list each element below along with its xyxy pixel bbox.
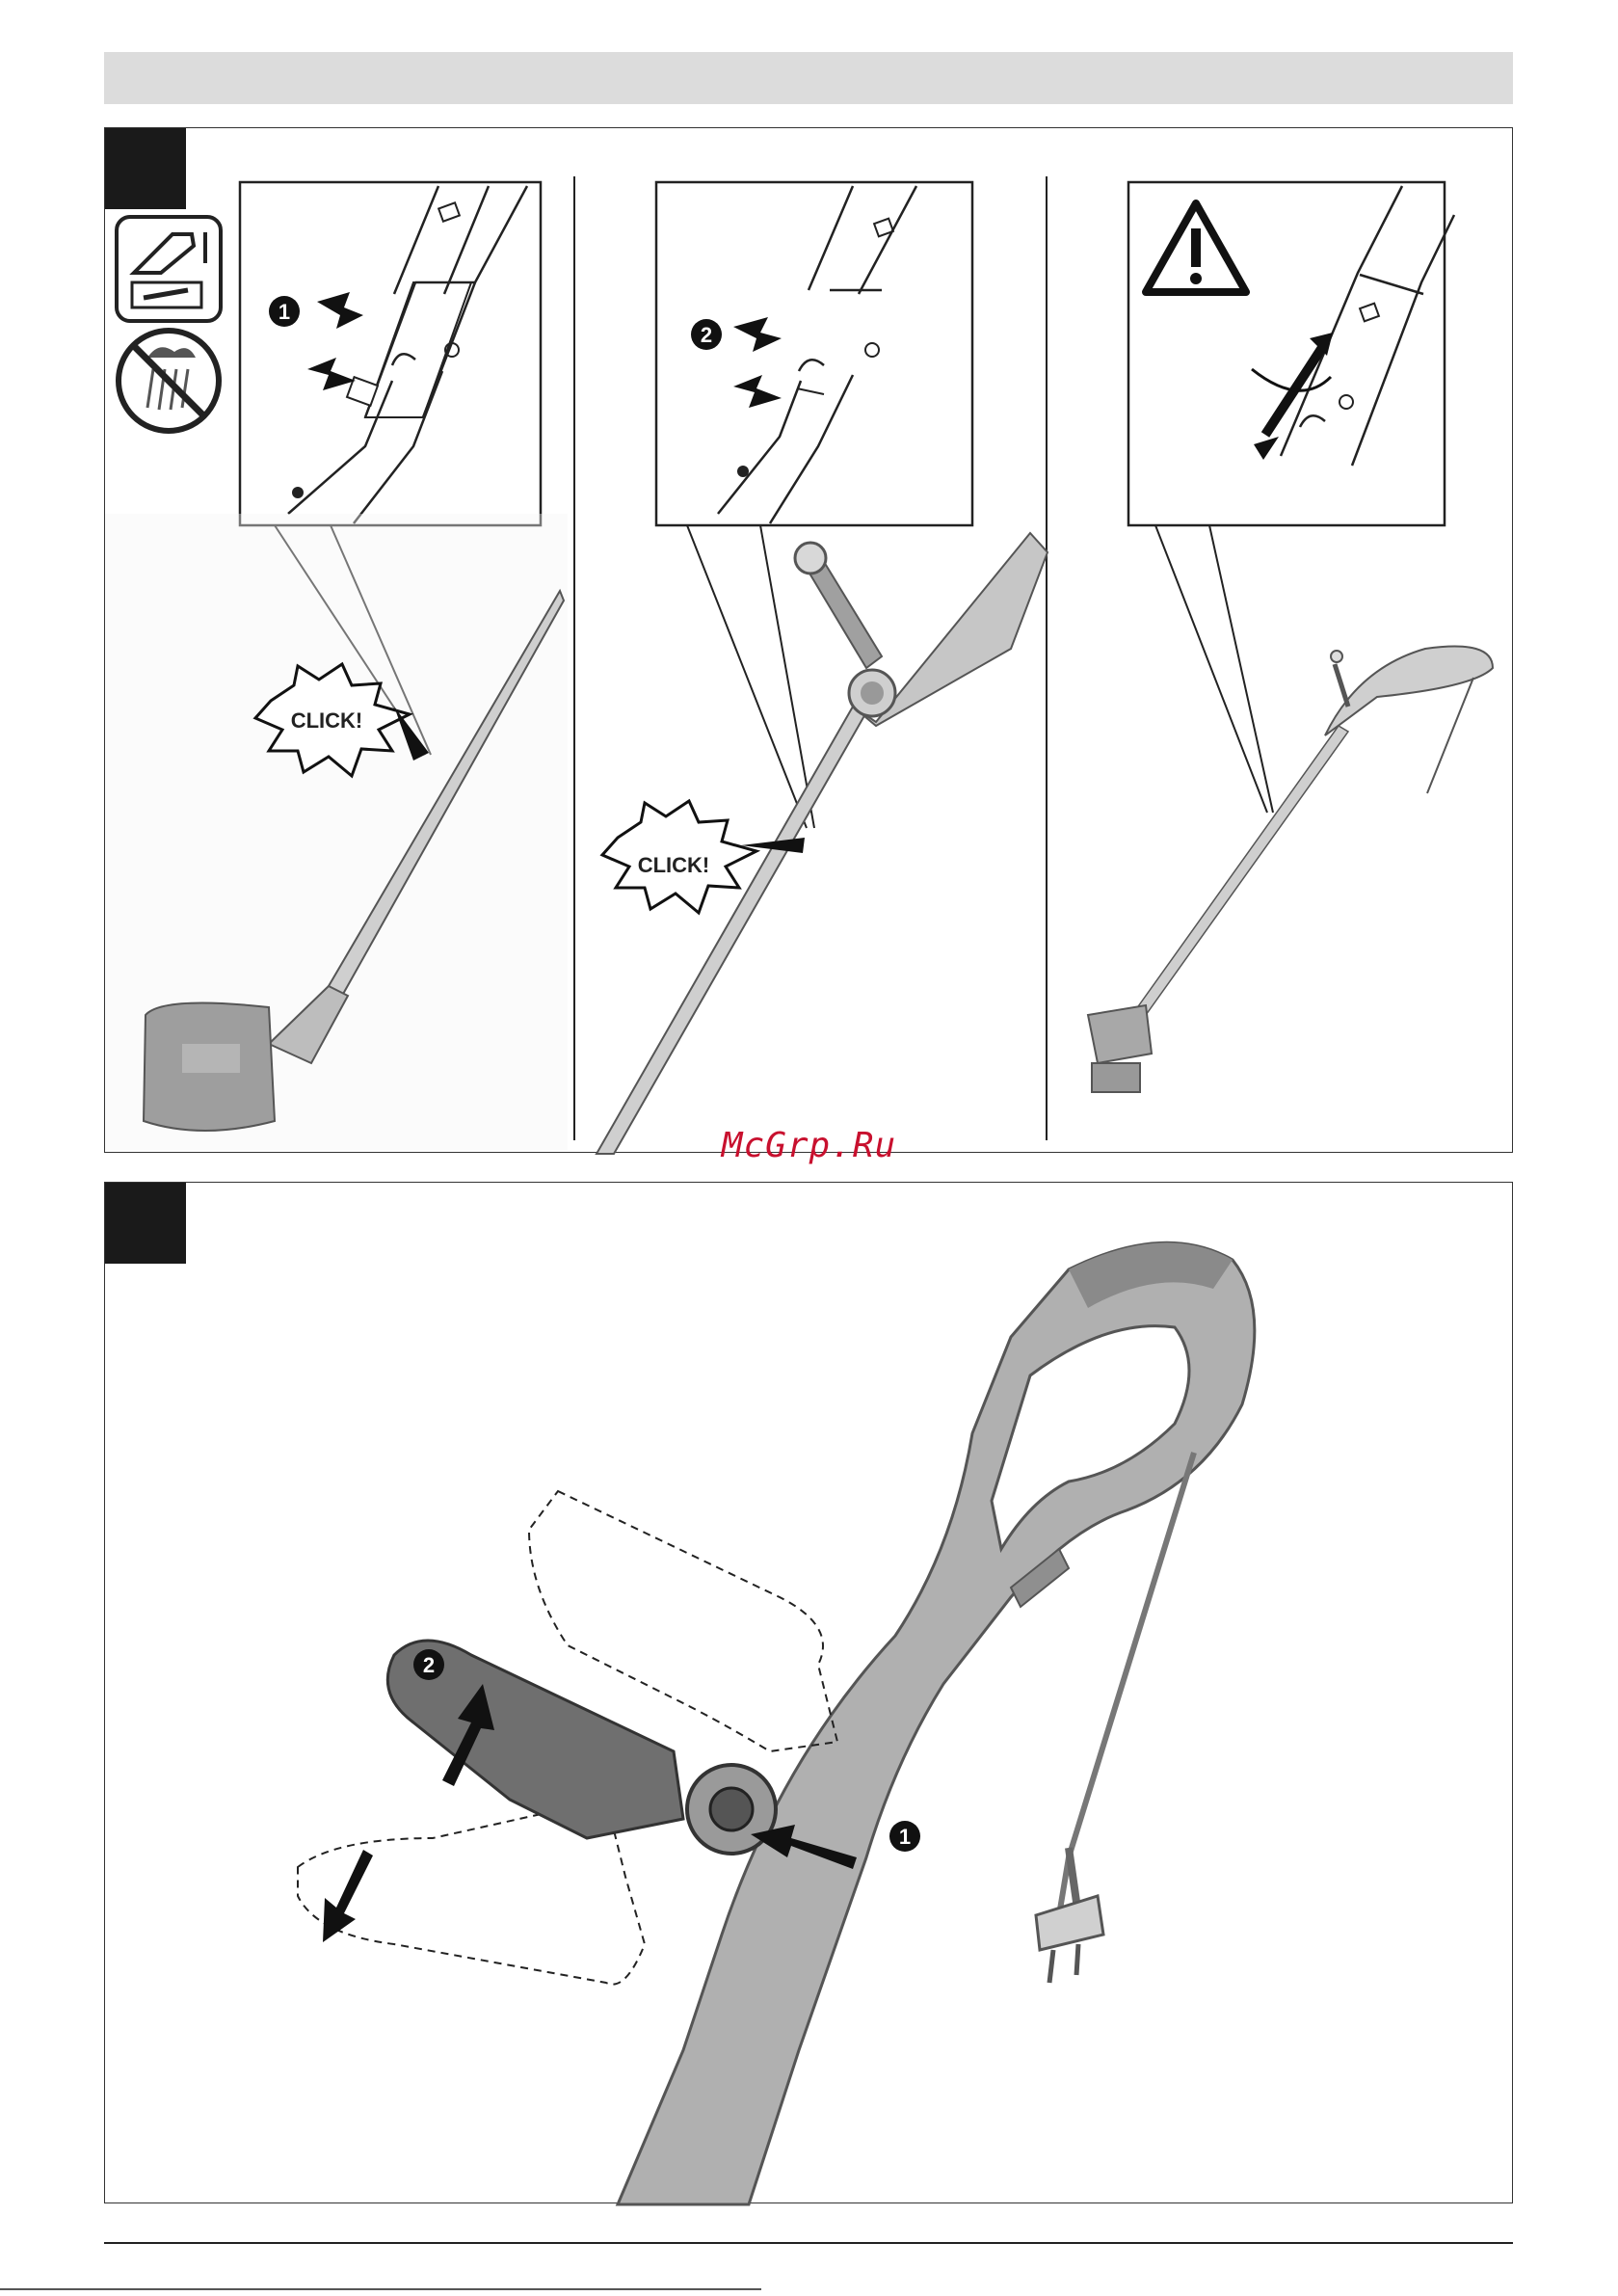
footer-rule	[104, 2242, 1513, 2244]
handle-illustration: 1 2	[105, 1183, 1514, 2204]
trimmer-overview	[1088, 647, 1493, 1093]
plug	[1036, 1848, 1103, 1983]
svg-text:CLICK!: CLICK!	[638, 853, 710, 877]
svg-text:1: 1	[899, 1825, 911, 1849]
trimmer-handle	[618, 1242, 1255, 2204]
svg-text:CLICK!: CLICK!	[291, 708, 363, 733]
svg-text:2: 2	[701, 323, 712, 347]
svg-text:1: 1	[279, 300, 290, 324]
callout-1: 1	[889, 1821, 920, 1852]
svg-text:2: 2	[423, 1653, 435, 1677]
auxiliary-handle	[387, 1641, 776, 1854]
figure-panel-assembly: 1 CLICK!	[104, 127, 1513, 1153]
header-bar	[104, 52, 1513, 104]
no-rain-icon	[119, 331, 219, 431]
trimmer-shaft-1	[105, 514, 568, 1150]
watermark: McGrp.Ru	[0, 1126, 1618, 1165]
arrow-down-icon	[323, 1850, 373, 1942]
manual-tool-icon	[117, 217, 221, 321]
callout-2: 2	[413, 1649, 444, 1680]
assembly-illustration: 1 CLICK!	[105, 128, 1514, 1154]
bottom-rule	[0, 2288, 761, 2290]
figure-panel-handle: 1 2	[104, 1182, 1513, 2203]
